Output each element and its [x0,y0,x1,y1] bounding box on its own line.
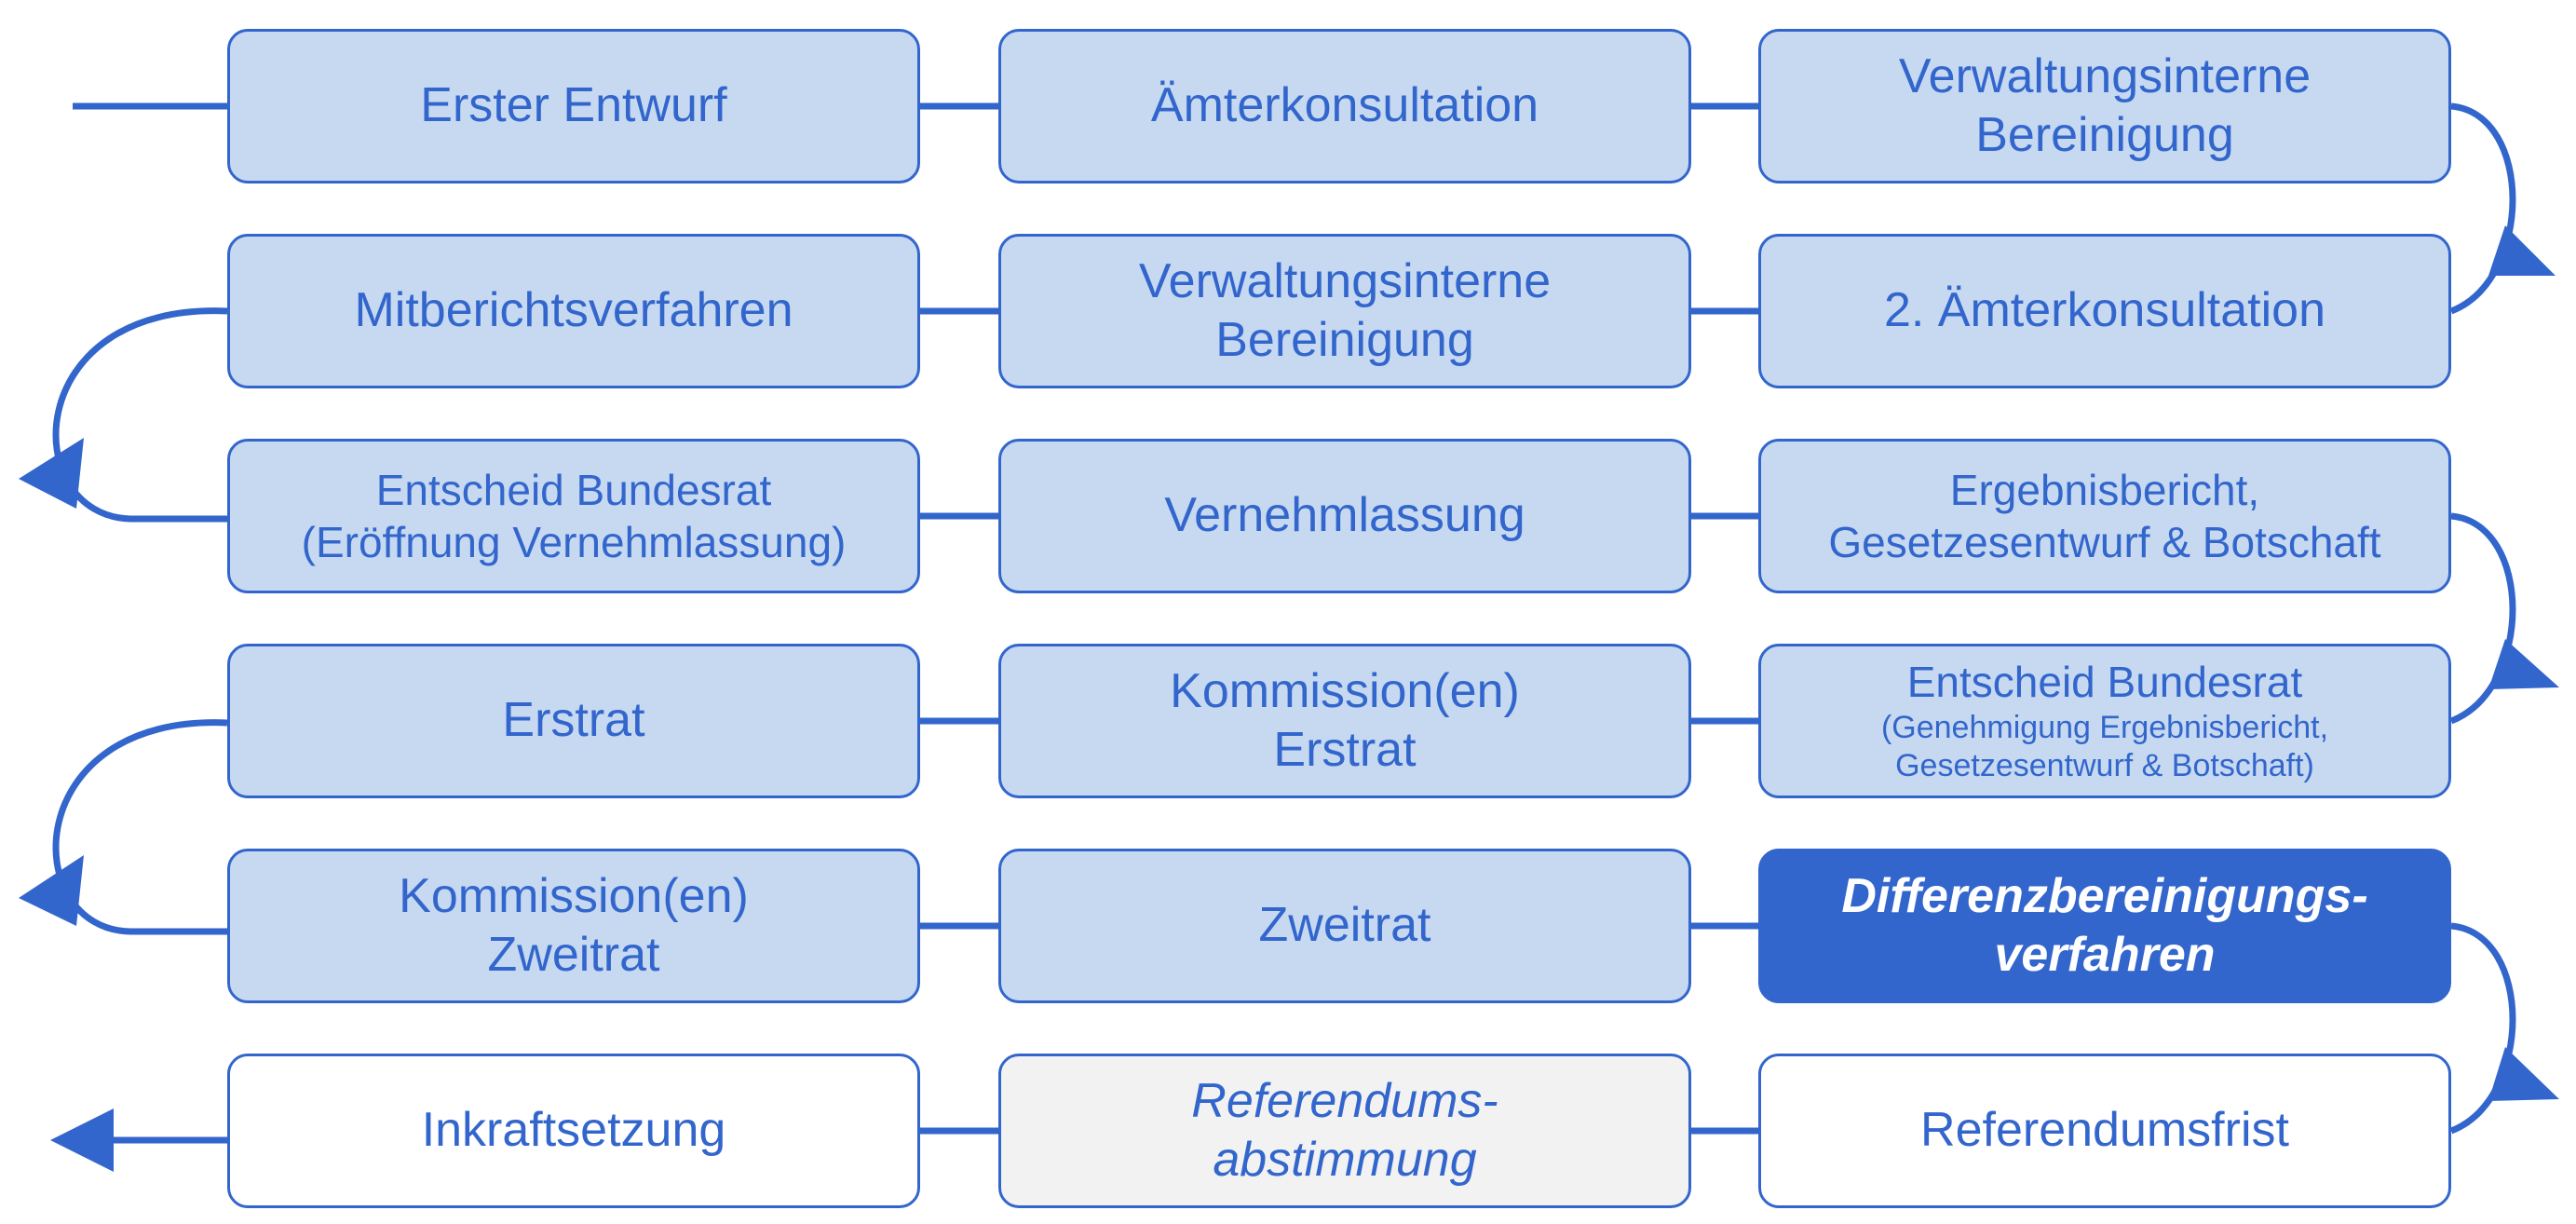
step-label: Differenzbereinigungs- [1841,868,2368,923]
step-erster-entwurf[interactable]: Erster Entwurf [227,29,920,184]
step-label: Entscheid Bundesrat [375,465,772,514]
step-mitberichtsverfahren[interactable]: Mitberichtsverfahren [227,234,920,388]
turn-connector-right [2449,922,2516,1135]
turn-connector-left [52,719,228,935]
step-label: Bereinigung [1975,108,2234,162]
step-label: Kommission(en) [1170,663,1520,718]
step-label: verfahren [1994,928,2216,982]
step-label: Zweitrat [487,928,660,982]
turn-connector-left [52,307,228,523]
step-entscheid-bundesrat-eroeffnung[interactable]: Entscheid Bundesrat (Eröffnung Vernehmla… [227,439,920,593]
step-label: Gesetzesentwurf & Botschaft [1828,518,2381,566]
step-label: (Eröffnung Vernehmlassung) [301,518,847,566]
step-verwaltungsinterne-bereinigung-2[interactable]: Verwaltungsinterne Bereinigung [998,234,1691,388]
step-label: Entscheid Bundesrat [1906,658,2303,707]
step-label: Erstrat [1273,723,1417,777]
step-label: Erstrat [502,693,645,748]
step-label: Erster Entwurf [420,78,727,133]
step-erstrat[interactable]: Erstrat [227,644,920,798]
step-label: Verwaltungsinterne [1898,48,2312,103]
step-label: Ergebnisbericht, [1949,465,2260,514]
step-label: Inkraftsetzung [421,1103,726,1158]
step-aemterkonsultation[interactable]: Ämterkonsultation [998,29,1691,184]
arrowhead-icon [2488,225,2556,276]
turn-connector-right [2449,512,2516,725]
step-label: Ämterkonsultation [1150,78,1539,133]
arrowhead-icon [2488,1047,2559,1101]
step-label: Vernehmlassung [1164,488,1525,543]
step-label: Bereinigung [1215,313,1474,367]
arrowhead-icon [19,855,84,926]
step-differenzbereinigungsverfahren[interactable]: Differenzbereinigungs- verfahren [1758,849,2451,1003]
step-inkraftsetzung[interactable]: Inkraftsetzung [227,1054,920,1208]
step-sublabel: Gesetzesentwurf & Botschaft) [1895,748,2314,784]
step-kommission-erstrat[interactable]: Kommission(en) Erstrat [998,644,1691,798]
step-label: 2. Ämterkonsultation [1883,283,2326,338]
exit-arrowhead-icon [50,1108,114,1172]
step-kommission-zweitrat[interactable]: Kommission(en) Zweitrat [227,849,920,1003]
step-entscheid-bundesrat-genehmigung[interactable]: Entscheid Bundesrat (Genehmigung Ergebni… [1758,644,2451,798]
step-label: Kommission(en) [399,868,749,923]
arrowhead-icon [19,438,84,509]
step-zweitrat[interactable]: Zweitrat [998,849,1691,1003]
step-label: Mitberichtsverfahren [354,283,793,338]
turn-connector-right [2449,102,2516,315]
arrowhead-icon [2488,639,2559,689]
step-sublabel: (Genehmigung Ergebnisbericht, [1880,709,2329,745]
step-zweite-aemterkonsultation[interactable]: 2. Ämterkonsultation [1758,234,2451,388]
step-vernehmlassung[interactable]: Vernehmlassung [998,439,1691,593]
step-ergebnisbericht[interactable]: Ergebnisbericht, Gesetzesentwurf & Botsc… [1758,439,2451,593]
step-label: Referendumsfrist [1920,1103,2289,1158]
step-label: abstimmung [1213,1133,1477,1187]
step-label: Verwaltungsinterne [1138,253,1552,308]
step-label: Referendums- [1191,1073,1498,1128]
step-referendumsfrist[interactable]: Referendumsfrist [1758,1054,2451,1208]
step-referendumsabstimmung[interactable]: Referendums- abstimmung [998,1054,1691,1208]
step-label: Zweitrat [1258,898,1431,953]
step-verwaltungsinterne-bereinigung-1[interactable]: Verwaltungsinterne Bereinigung [1758,29,2451,184]
